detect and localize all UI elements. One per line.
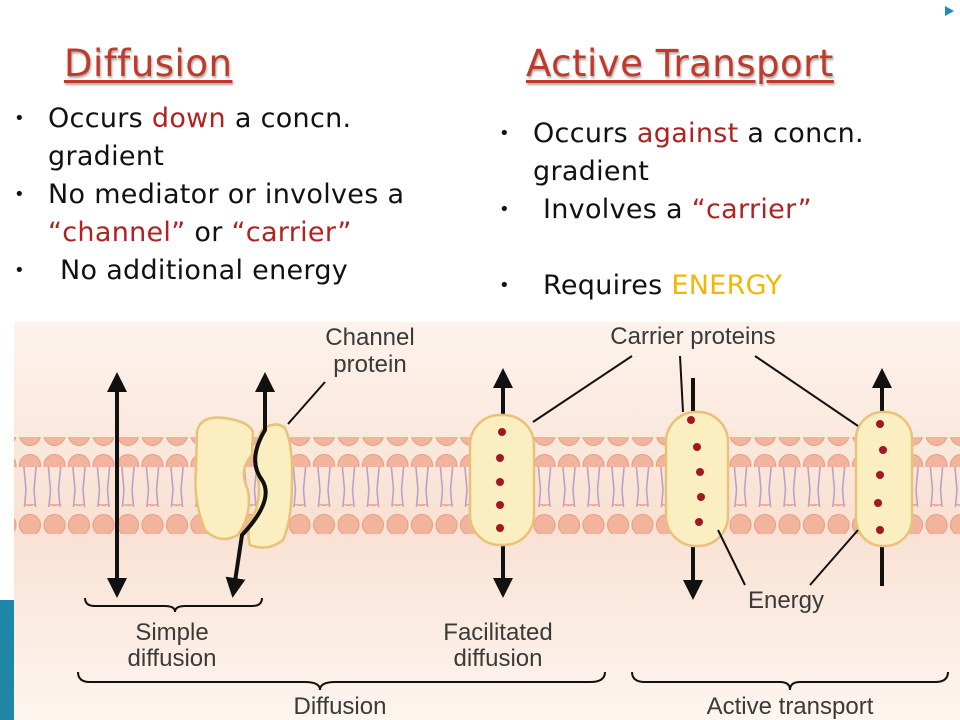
label-protein: protein (333, 351, 406, 378)
active-carrier-protein-2 (854, 368, 914, 586)
highlight-energy: ENERGY (671, 270, 783, 301)
bullet-involves-carrier: Involves a “carrier” (495, 191, 935, 229)
highlight-channel: “channel” (48, 217, 186, 248)
diffusion-heading: Diffusion (64, 42, 233, 85)
bullet-text: or (185, 217, 232, 248)
label-leader-lines (287, 355, 859, 586)
slide-accent-bar (0, 600, 16, 720)
label-carrier-proteins: Carrier proteins (610, 323, 775, 350)
bullet-against-gradient: Occurs against a concn. gradient (495, 115, 935, 191)
label-diffusion-bracket: Diffusion (294, 693, 387, 720)
label-simple-diffusion: diffusion (128, 645, 217, 672)
brackets (77, 597, 949, 691)
bullet-text: Requires (543, 270, 672, 301)
bullet-text: No mediator or involves a (48, 179, 405, 210)
bullet-requires-energy: Requires ENERGY (495, 267, 935, 305)
label-facilitated: Facilitated (443, 619, 552, 646)
label-channel: Channel (325, 324, 414, 351)
highlight-down: down (151, 103, 226, 134)
highlight-against: against (636, 118, 739, 149)
bullet-text: a concn. gradient (48, 103, 352, 172)
active-carrier-protein-1 (664, 378, 730, 600)
bullet-mediator: No mediator or involves a “channel” or “… (10, 176, 450, 252)
bullet-text: No additional energy (60, 255, 349, 286)
bullet-down-gradient: Occurs down a concn. gradient (10, 100, 450, 176)
label-active-transport-bracket: Active transport (707, 693, 874, 720)
bullet-text: Involves a (543, 194, 692, 225)
label-energy: Energy (748, 587, 824, 614)
highlight-carrier: “carrier” (231, 217, 352, 248)
bullet-text: Occurs (533, 118, 637, 149)
label-facilitated-diffusion: diffusion (454, 645, 543, 672)
active-transport-heading: Active Transport (526, 42, 834, 85)
label-simple: Simple (135, 619, 208, 646)
diffusion-bullet-list: Occurs down a concn. gradient No mediato… (10, 100, 450, 290)
active-bullet-list: Occurs against a concn. gradient Involve… (495, 115, 935, 305)
bullet-text: Occurs (48, 103, 152, 134)
corner-marker (945, 6, 954, 16)
facilitated-carrier-protein (468, 368, 536, 598)
bullet-no-energy: No additional energy (10, 252, 450, 290)
channel-arrow (225, 372, 275, 598)
highlight-carrier: “carrier” (691, 194, 812, 225)
bullet-text: a concn. gradient (533, 118, 864, 187)
